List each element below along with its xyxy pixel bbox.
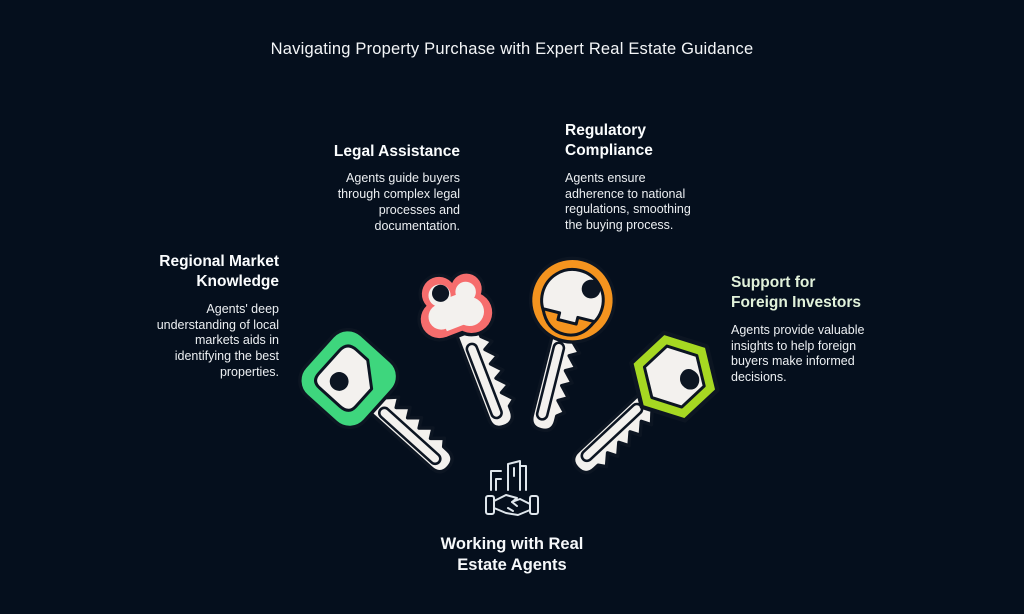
section-regulatory-body: Agents ensure adherence to national regu… <box>565 170 691 233</box>
coral-key-icon <box>395 242 549 447</box>
section-support-heading: Support for Foreign Investors <box>731 274 862 312</box>
section-foreign-investors: Support for Foreign Investors Agents pro… <box>731 273 883 386</box>
section-regulatory-heading: Regulatory Compliance <box>565 122 653 160</box>
buildings-handshake-icon <box>484 456 540 520</box>
page-title: Navigating Property Purchase with Expert… <box>270 40 754 58</box>
section-legal-body: Agents guide buyers through complex lega… <box>337 171 460 233</box>
section-legal-heading: Legal Assistance <box>333 143 460 160</box>
section-regulatory-compliance: Regulatory Compliance Agents ensure adhe… <box>565 121 717 234</box>
section-legal-assistance: Legal Assistance Agents guide buyers thr… <box>308 142 460 234</box>
center-caption: Working with Real Estate Agents <box>440 535 584 574</box>
section-regional-heading: Regional Market Knowledge <box>159 253 279 291</box>
green-key-icon <box>283 313 483 506</box>
orange-key-icon <box>494 244 630 445</box>
section-regional-market: Regional Market Knowledge Agents' deep u… <box>127 252 279 381</box>
section-regional-body: Agents' deep understanding of local mark… <box>156 301 279 379</box>
section-support-body: Agents provide valuable insights to help… <box>731 322 865 385</box>
lime-key-icon <box>542 311 741 505</box>
